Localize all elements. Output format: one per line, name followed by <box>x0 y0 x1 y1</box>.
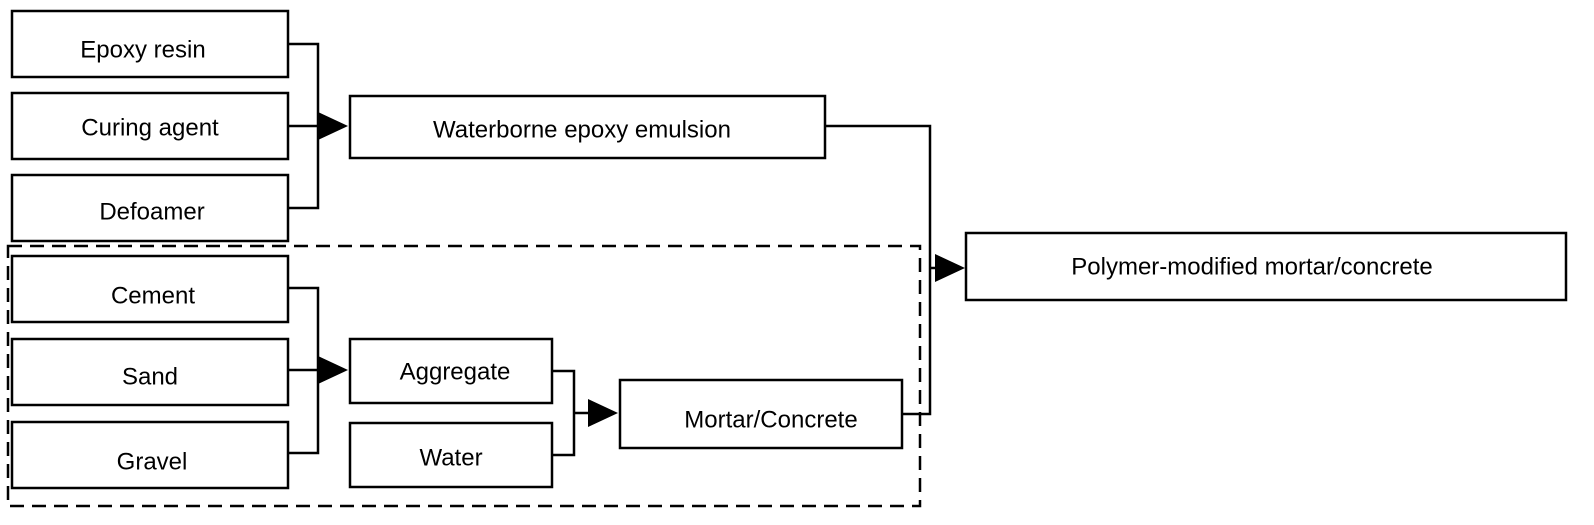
node-defoamer: Defoamer <box>10 173 290 243</box>
node-gravel: Gravel <box>10 420 290 490</box>
node-label: Gravel <box>117 448 188 475</box>
node-label: Polymer-modified mortar/concrete <box>1071 253 1432 280</box>
node-label: Mortar/Concrete <box>684 406 857 433</box>
mortar-concrete-group-border <box>6 244 922 508</box>
node-label: Waterborne epoxy emulsion <box>433 116 731 143</box>
node-label: Aggregate <box>400 358 511 385</box>
arrowhead-to-aggregate <box>318 356 348 384</box>
connector-cement <box>288 286 320 370</box>
node-label: Cement <box>111 282 195 309</box>
connector-gravel <box>288 370 320 455</box>
node-waterborne-epoxy-emulsion: Waterborne epoxy emulsion <box>348 94 827 160</box>
node-cement: Cement <box>10 254 290 324</box>
node-label: Epoxy resin <box>80 36 205 63</box>
node-curing-agent: Curing agent <box>10 91 290 161</box>
connector-aggregate <box>552 369 576 457</box>
connector-emulsion-out <box>825 124 932 416</box>
node-label: Sand <box>122 363 178 390</box>
arrowhead-to-mortar <box>588 399 618 427</box>
connector-defoamer <box>288 126 320 210</box>
node-water: Water <box>348 421 554 489</box>
node-mortar-concrete: Mortar/Concrete <box>618 378 904 450</box>
connector-epoxy-resin <box>288 42 320 126</box>
node-label: Water <box>419 444 482 471</box>
node-label: Curing agent <box>81 114 219 141</box>
node-polymer-modified-mortar-concrete: Polymer-modified mortar/concrete <box>964 231 1568 302</box>
node-epoxy-resin: Epoxy resin <box>10 9 290 79</box>
node-label: Defoamer <box>99 198 204 225</box>
node-sand: Sand <box>10 337 290 407</box>
node-aggregate: Aggregate <box>348 337 554 405</box>
arrowhead-to-polymer-modified <box>935 254 965 282</box>
arrowhead-to-emulsion <box>318 112 348 140</box>
